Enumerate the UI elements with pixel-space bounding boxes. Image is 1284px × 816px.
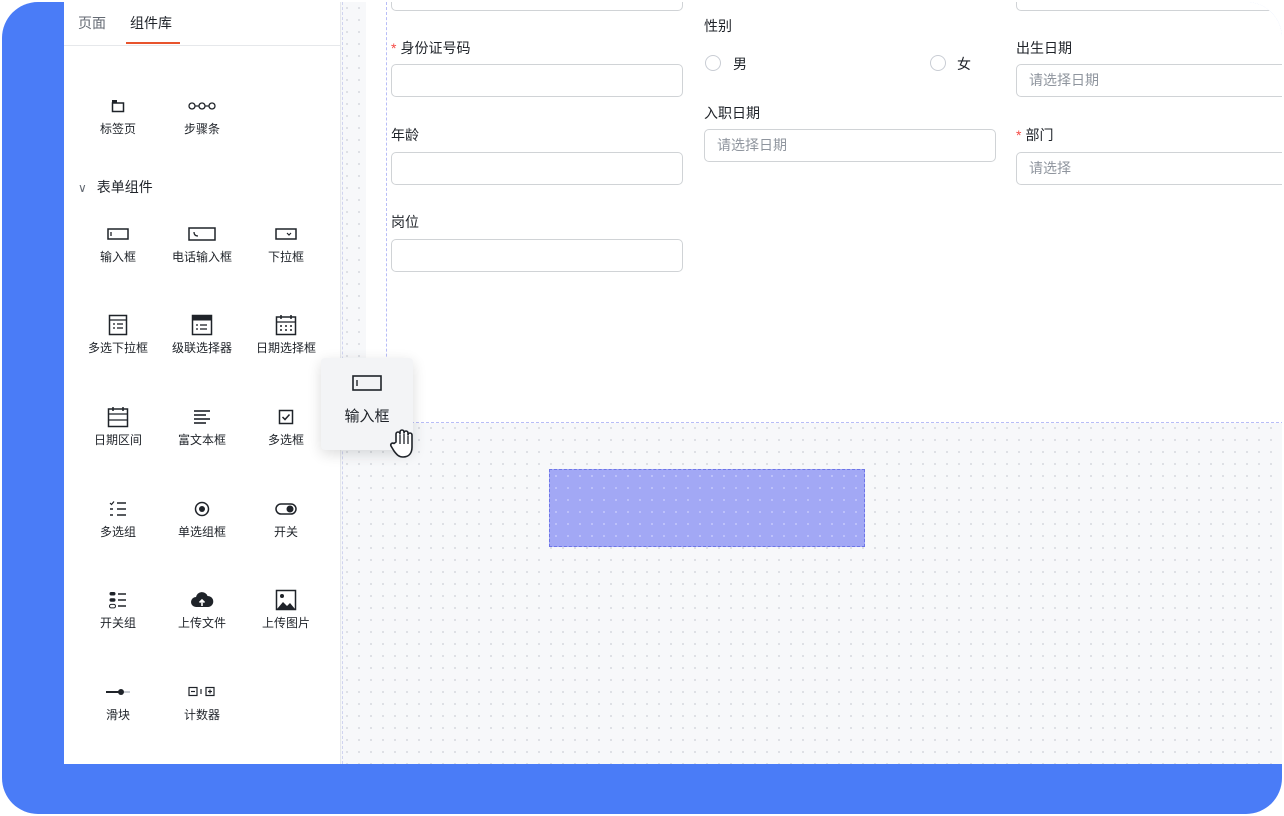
component-label: 上传图片	[261, 616, 310, 630]
component-switch-group[interactable]: 开关组	[76, 588, 160, 631]
component-steps[interactable]: 步骤条	[160, 94, 244, 137]
department-label: *部门	[1016, 127, 1054, 143]
tab-component-library[interactable]: 组件库	[130, 15, 172, 31]
steps-icon	[160, 94, 244, 116]
component-label: 标签页	[99, 122, 136, 136]
component-label: 日期区间	[93, 433, 142, 447]
checkbox-icon	[244, 405, 328, 427]
component-label: 日期选择框	[255, 341, 316, 355]
component-label: 电话输入框	[171, 250, 232, 264]
id-number-label: *身份证号码	[391, 40, 471, 56]
switch-group-icon	[76, 588, 160, 610]
tabs-icon	[76, 94, 160, 116]
phone-input-icon	[160, 222, 244, 244]
text-field[interactable]	[1016, 2, 1282, 11]
component-date-range[interactable]: 日期区间	[76, 405, 160, 448]
component-rich-text[interactable]: 富文本框	[160, 405, 244, 448]
component-date-picker[interactable]: 日期选择框	[244, 313, 328, 356]
drag-ghost-label: 输入框	[344, 408, 390, 425]
component-label: 级联选择器	[171, 341, 232, 355]
radio-female[interactable]	[930, 55, 946, 71]
component-label: 下拉框	[267, 250, 304, 264]
switch-icon	[244, 497, 328, 519]
component-label: 多选下拉框	[87, 341, 148, 355]
rich-text-icon	[160, 405, 244, 427]
birth-date-label: 出生日期	[1016, 40, 1072, 56]
grab-cursor-icon	[388, 426, 420, 465]
active-tab-indicator	[126, 42, 180, 44]
department-select[interactable]: 请选择 ∨	[1016, 152, 1282, 185]
drop-placeholder[interactable]	[549, 469, 865, 547]
department-placeholder: 请选择	[1029, 160, 1071, 176]
component-label: 多选框	[267, 433, 304, 447]
gender-label: 性别	[704, 18, 732, 34]
date-picker-icon	[244, 313, 328, 336]
hire-date-label: 入职日期	[704, 105, 760, 121]
upload-file-icon	[160, 588, 244, 610]
input-icon	[76, 222, 160, 244]
component-phone-input[interactable]: 电话输入框	[160, 222, 244, 265]
tab-pages[interactable]: 页面	[78, 15, 106, 31]
cascader-icon	[160, 313, 244, 336]
birth-date-picker[interactable]: 请选择日期	[1016, 64, 1282, 97]
counter-icon	[160, 680, 244, 702]
form-guide-line	[386, 2, 387, 422]
component-label: 步骤条	[183, 122, 220, 136]
component-label: 滑块	[105, 708, 130, 722]
multi-dropdown-icon	[76, 313, 160, 336]
component-label: 上传文件	[177, 616, 226, 630]
radio-male-label: 男	[733, 56, 747, 72]
hire-date-picker[interactable]: 请选择日期	[704, 129, 996, 162]
id-number-input[interactable]	[391, 64, 683, 97]
dropdown-icon	[244, 222, 328, 244]
component-label: 富文本框	[177, 433, 226, 447]
date-range-icon	[76, 405, 160, 428]
component-cascader[interactable]: 级联选择器	[160, 313, 244, 356]
slider-icon	[76, 680, 160, 702]
text-field[interactable]	[391, 2, 683, 11]
form-builder-app: 页面 组件库 标签页 步骤条 ∨ 表单组件 输入框	[64, 2, 1282, 764]
section-title: 表单组件	[96, 179, 153, 195]
component-label: 输入框	[99, 250, 136, 264]
position-label: 岗位	[391, 214, 419, 230]
sidebar-tabs: 页面 组件库	[64, 2, 340, 46]
radio-male[interactable]	[705, 55, 721, 71]
component-switch[interactable]: 开关	[244, 497, 328, 540]
component-sidebar: 页面 组件库 标签页 步骤条 ∨ 表单组件 输入框	[64, 2, 341, 764]
component-multi-dropdown[interactable]: 多选下拉框	[76, 313, 160, 356]
age-input[interactable]	[391, 152, 683, 185]
form-components-section[interactable]: ∨ 表单组件	[78, 177, 153, 197]
radio-group-icon	[160, 497, 244, 519]
component-input[interactable]: 输入框	[76, 222, 160, 265]
design-canvas[interactable]: *身份证号码 性别 男 女 出生日期 请选择日期 入职日期 请选择日期 年龄 *…	[341, 2, 1282, 764]
age-label: 年龄	[391, 127, 419, 143]
component-tabs[interactable]: 标签页	[76, 94, 160, 137]
form-container[interactable]: *身份证号码 性别 男 女 出生日期 请选择日期 入职日期 请选择日期 年龄 *…	[366, 2, 1282, 423]
component-upload-file[interactable]: 上传文件	[160, 588, 244, 631]
chevron-down-icon: ∨	[78, 181, 87, 195]
component-checkbox[interactable]: 多选框	[244, 405, 328, 448]
position-input[interactable]	[391, 239, 683, 272]
component-radio-group[interactable]: 单选组框	[160, 497, 244, 540]
component-label: 计数器	[183, 708, 220, 722]
component-upload-image[interactable]: 上传图片	[244, 588, 328, 631]
component-label: 开关组	[99, 616, 136, 630]
input-icon	[352, 374, 382, 397]
radio-female-label: 女	[957, 56, 971, 72]
component-counter[interactable]: 计数器	[160, 680, 244, 723]
component-label: 开关	[273, 525, 298, 539]
component-label: 多选组	[99, 525, 136, 539]
component-dropdown[interactable]: 下拉框	[244, 222, 328, 265]
component-slider[interactable]: 滑块	[76, 680, 160, 723]
checkbox-group-icon	[76, 497, 160, 519]
component-checkbox-group[interactable]: 多选组	[76, 497, 160, 540]
component-label: 单选组框	[177, 525, 226, 539]
upload-image-icon	[244, 588, 328, 611]
